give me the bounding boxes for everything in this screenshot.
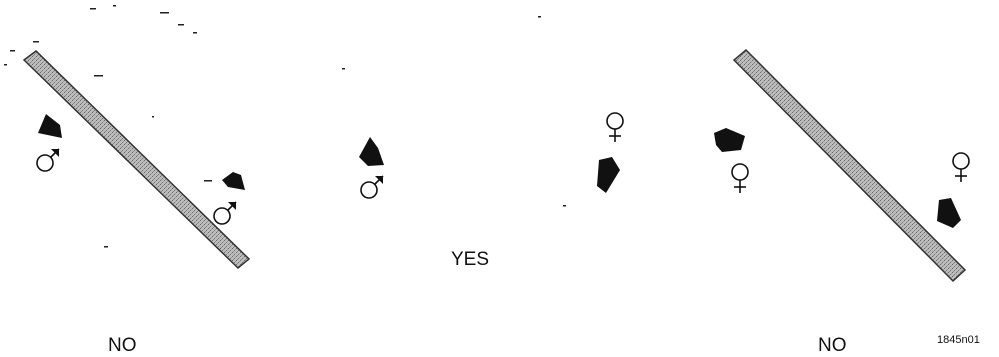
middle-yes-label: YES — [451, 249, 489, 270]
figure-id-label: 1845n01 — [937, 334, 980, 346]
scan-noise — [4, 5, 566, 248]
left-no-label: NO — [108, 335, 137, 356]
left-barrier — [24, 51, 249, 268]
right-no-label: NO — [818, 335, 847, 356]
middle-blob-left — [359, 137, 384, 166]
right-panel: NO 1845n01 — [714, 50, 980, 356]
right-blob-right — [937, 198, 961, 228]
left-blob-upper — [38, 114, 62, 138]
middle-panel: YES — [359, 113, 623, 270]
right-blob-left — [714, 128, 745, 152]
male-symbol-left-lower — [214, 202, 236, 224]
left-blob-lower — [222, 172, 245, 190]
left-panel: NO — [24, 51, 249, 356]
female-symbol-right-left — [732, 164, 748, 193]
female-symbol-middle — [607, 113, 623, 142]
male-symbol-middle — [361, 176, 383, 198]
female-symbol-right-right — [953, 153, 969, 182]
middle-blob-right — [597, 157, 620, 193]
right-barrier — [734, 50, 965, 281]
male-symbol-left-upper — [37, 149, 59, 171]
